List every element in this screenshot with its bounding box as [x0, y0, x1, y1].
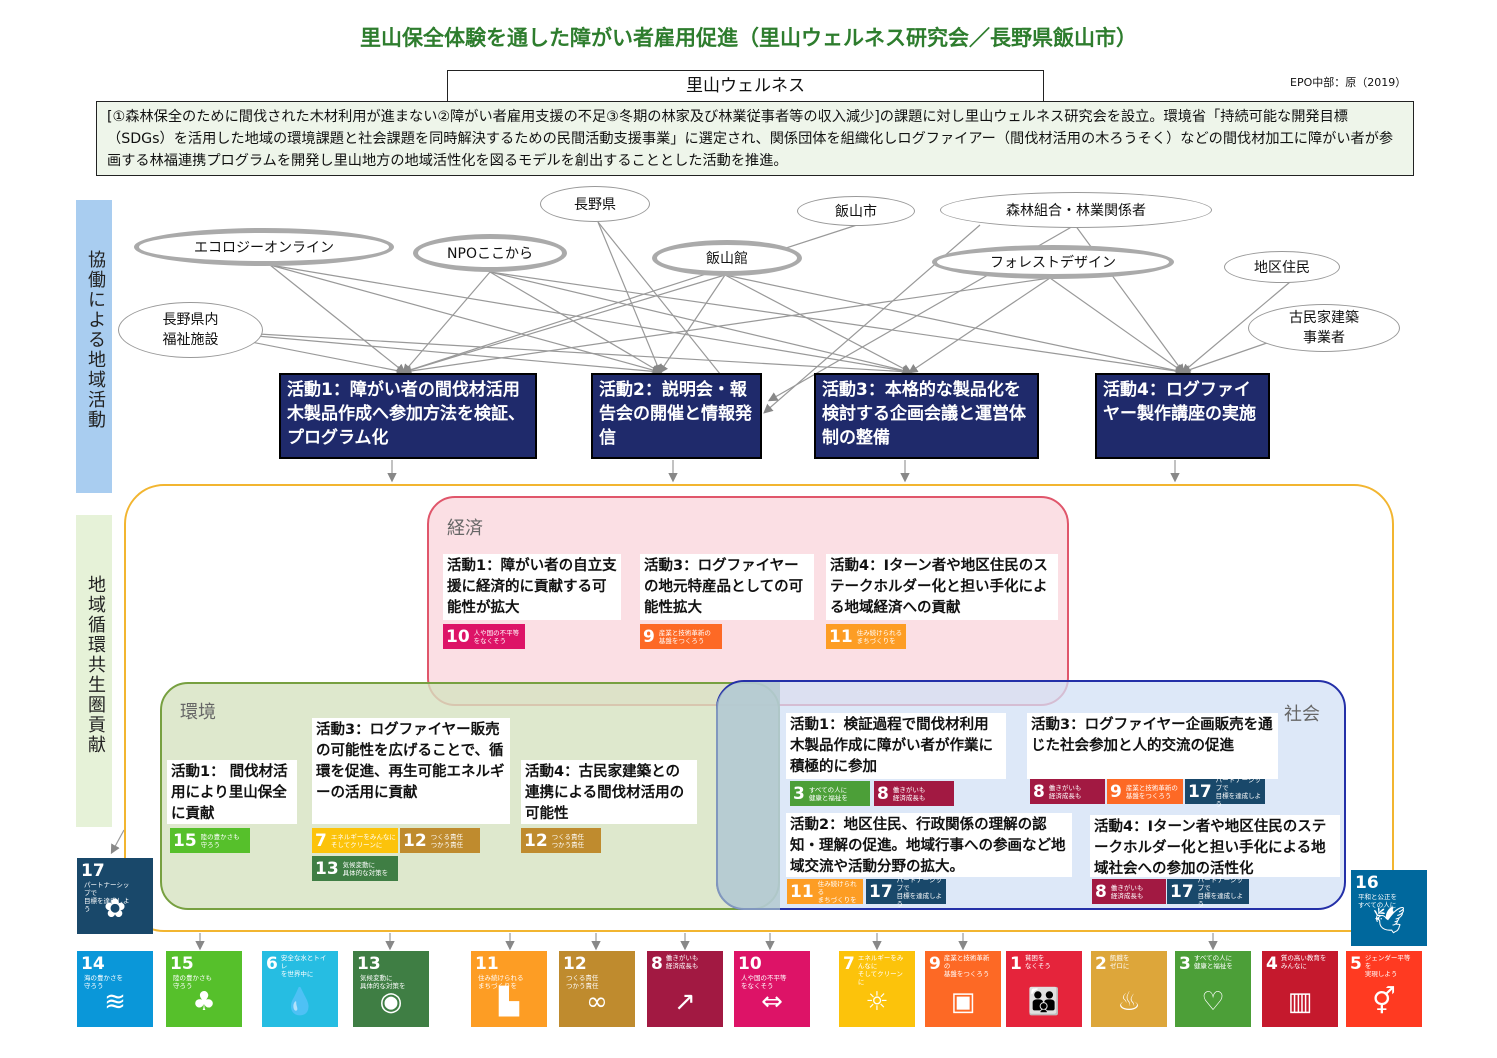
environment-label: 環境: [180, 702, 216, 723]
rings-icon: ✿: [104, 894, 126, 924]
stakeholder-npo-kokokara: NPOここから: [413, 234, 567, 272]
economy-label: 経済: [447, 518, 483, 539]
stakeholder-nagano-pref: 長野県: [540, 186, 650, 222]
dove-icon: 🕊: [1372, 906, 1406, 936]
activity-2: 活動2：説明会・報告会の開催と情報発信: [591, 373, 762, 459]
eye-globe-icon: ◉: [379, 987, 403, 1017]
overlap-area: [716, 682, 780, 910]
stakeholder-iiyama-kan: 飯山館: [652, 240, 802, 276]
activity-3: 活動3：本格的な製品化を検討する企画会議と運営体制の整備: [814, 373, 1039, 459]
stakeholder-residents: 地区住民: [1224, 251, 1340, 283]
activity-1: 活動1：障がい者の間伐材活用木製品作成へ参加方法を検証、プログラム化: [279, 373, 537, 459]
sidebar-contribution: 地域循環共生圏貢献: [76, 515, 112, 827]
tree-icon: ♣: [192, 987, 216, 1017]
cubes-icon: ▣: [950, 987, 976, 1017]
stakeholder-forest-design: フォレストデザイン: [932, 245, 1174, 279]
bowl-icon: ♨: [1117, 987, 1141, 1017]
page-title: 里山保全体験を通した障がい者雇用促進（里山ウェルネス研究会／長野県飯山市）: [360, 26, 1137, 50]
people-icon: 👪: [1027, 987, 1061, 1017]
sdg-tile-11: 11住み続けられる まちづくりを▙: [471, 951, 547, 1027]
sidebar-collaboration: 協働による地域活動: [76, 200, 112, 493]
sdg-tile-17: 17パートナーシップで 目標を達成しよう ✿: [77, 858, 153, 934]
society-card-1: 活動1：検証過程で間伐材利用木製品作成に障がい者が作業に積極的に参加: [786, 713, 1006, 779]
growth-chart-icon: ↗: [674, 987, 696, 1017]
economy-card-2: 活動3：ログファイヤーの地元特産品としての可能性拡大: [640, 554, 814, 620]
sdg-tile-15: 15陸の豊かさも 守ろう♣: [166, 951, 242, 1027]
sun-power-icon: ☼: [865, 987, 889, 1017]
society-card-4: 活動4：Iターン者や地区住民のステークホルダー化と担い手化による地域社会への参加…: [1090, 815, 1340, 877]
sdg-tile-13: 13気候変動に 具体的な対策を◉: [353, 951, 429, 1027]
sdg-tile-14: 14海の豊かさを 守ろう≋: [77, 951, 153, 1027]
city-icon: ▙: [499, 987, 519, 1017]
environment-card-3: 活動4：古民家建築との連携による間伐材活用の可能性: [521, 760, 697, 824]
stakeholder-eco-online: エコロジーオンライン: [134, 228, 394, 266]
environment-card-1: 活動1： 間伐材活用により里山保全に貢献: [167, 760, 297, 824]
environment-card-2: 活動3：ログファイヤー販売の可能性を広げることで、循環を促進、再生可能エネルギー…: [312, 718, 510, 824]
summary-box: [①森林保全のために間伐された木材利用が進まない②障がい者雇用支援の不足③冬期の…: [96, 101, 1414, 176]
infinity-icon: ∞: [586, 987, 608, 1017]
stakeholder-kominka: 古民家建築 事業者: [1248, 304, 1400, 352]
economy-card-1: 活動1：障がい者の自立支援に経済的に貢献する可能性が拡大: [443, 554, 621, 620]
heartbeat-icon: ♡: [1201, 987, 1225, 1017]
equal-icon: ⇔: [761, 987, 783, 1017]
economy-card-3: 活動4：Iターン者や地区住民のステークホルダー化と担い手化による地域経済への貢献: [826, 554, 1058, 620]
sdg-tile-16: 16平和と公正を すべての人に 🕊: [1351, 870, 1427, 946]
sidebar-collaboration-label: 協働による地域活動: [85, 250, 106, 430]
book-icon: ▥: [1287, 987, 1313, 1017]
society-label: 社会: [1284, 704, 1320, 725]
stakeholder-welfare: 長野県内 福祉施設: [118, 302, 263, 358]
water-icon: 💧: [283, 987, 317, 1017]
activity-4: 活動4：ログファイヤー製作講座の実施: [1095, 373, 1270, 459]
fish-icon: ≋: [104, 987, 126, 1017]
contribution-area: [124, 484, 1394, 932]
society-card-2: 活動2：地区住民、行政関係の理解の認知・理解の促進。地域行事への参画など地域交流…: [786, 813, 1072, 877]
society-card-3: 活動3：ログファイヤー企画販売を通じた社会参加と人的交流の促進: [1027, 713, 1278, 779]
stakeholder-forest-union: 森林組合・林業関係者: [940, 192, 1212, 228]
sdg-tile-12: 12つくる責任 つかう責任∞: [559, 951, 635, 1027]
credit-text: EPO中部：原（2019）: [1290, 76, 1407, 89]
sdg-tile-10: 10人や国の不平等 をなくそう⇔: [734, 951, 810, 1027]
gender-icon: ⚥: [1372, 987, 1396, 1017]
stakeholder-iiyama-city: 飯山市: [797, 196, 915, 226]
sidebar-contribution-label: 地域循環共生圏貢献: [85, 575, 106, 755]
